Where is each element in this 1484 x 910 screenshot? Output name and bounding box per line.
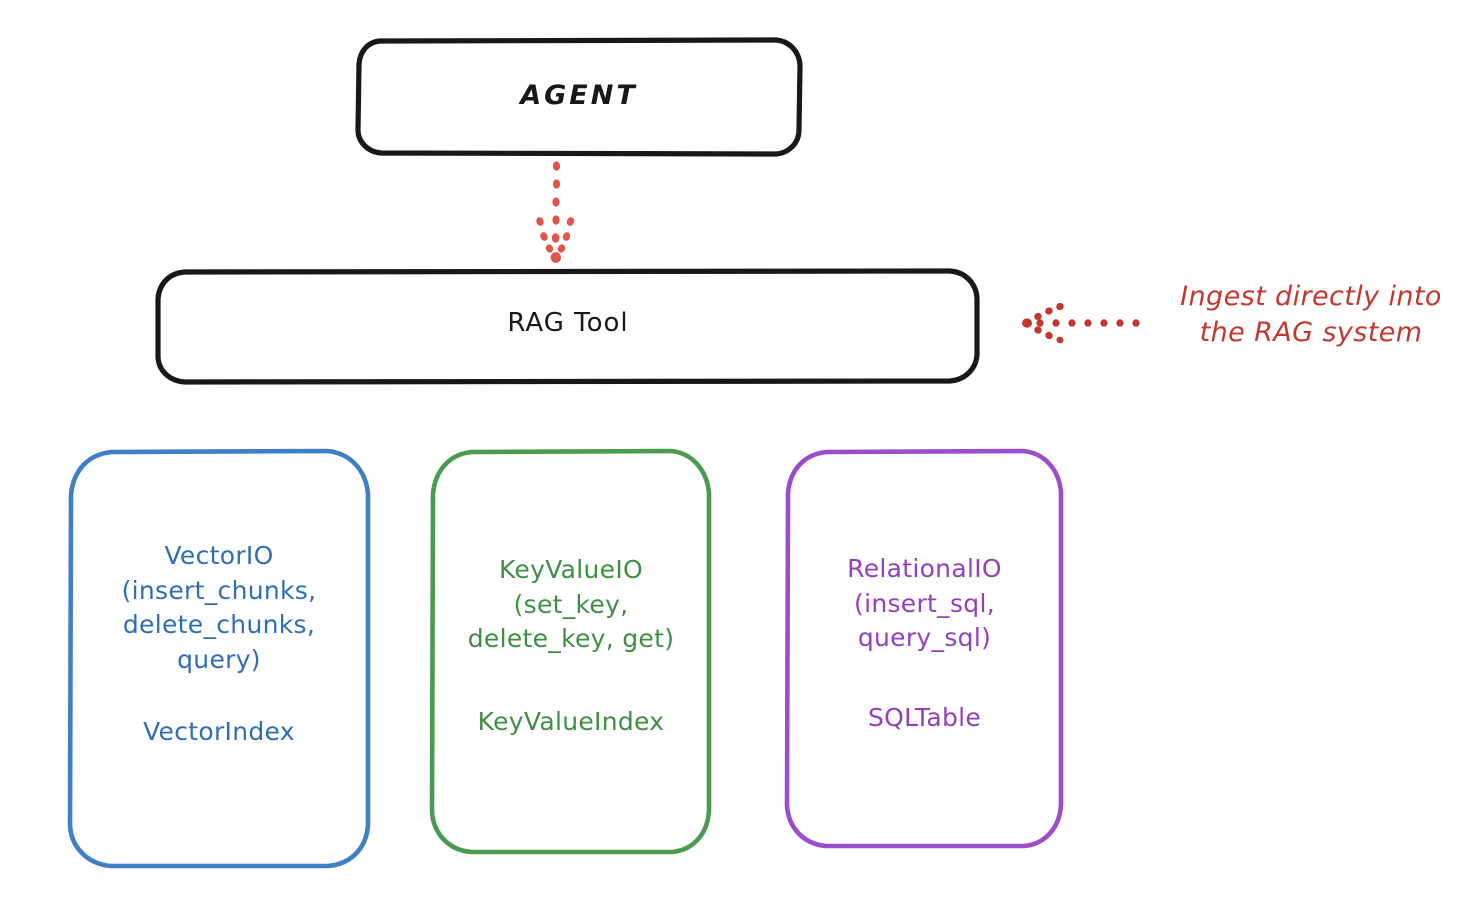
vector-index-label: VectorIndex <box>143 717 295 746</box>
node-relational-io[interactable]: RelationalIO (insert_sql, query_sql) SQL… <box>783 447 1066 851</box>
rag-tool-label: RAG Tool <box>507 308 629 338</box>
node-vector-io[interactable]: VectorIO (insert_chunks, delete_chunks, … <box>66 447 372 871</box>
keyvalue-io-label: KeyValueIO (set_key, delete_key, get) <box>467 555 675 653</box>
sql-table-label: SQLTable <box>867 703 982 732</box>
vector-io-label: VectorIO (insert_chunks, delete_chunks, … <box>121 541 317 674</box>
edge-agent-to-rag-tool <box>500 158 620 268</box>
node-agent[interactable]: AGENT <box>355 37 803 157</box>
ingest-arrow-icon <box>1018 300 1150 346</box>
agent-label: AGENT <box>520 80 638 111</box>
node-keyvalue-io[interactable]: KeyValueIO (set_key, delete_key, get) Ke… <box>428 447 714 857</box>
keyvalue-index-label: KeyValueIndex <box>477 707 665 736</box>
relational-io-label: RelationalIO (insert_sql, query_sql) <box>847 554 1002 652</box>
node-rag-tool[interactable]: RAG Tool <box>155 268 981 385</box>
ingest-annotation-text: Ingest directly into the RAG system <box>1180 281 1442 348</box>
